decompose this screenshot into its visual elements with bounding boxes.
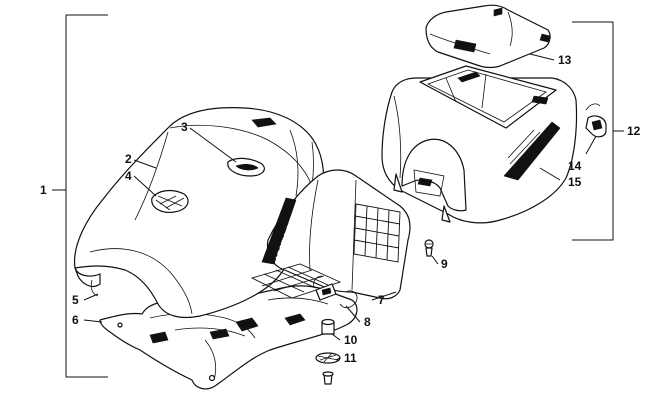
callout-12: 12 bbox=[627, 124, 641, 138]
storage-lid bbox=[425, 4, 551, 69]
storage-box bbox=[381, 65, 578, 224]
callout-3: 3 bbox=[181, 120, 188, 134]
side-panel-mesh bbox=[353, 203, 401, 263]
washer-11 bbox=[315, 352, 341, 385]
side-panel: ARCTIC CAT bbox=[250, 169, 411, 301]
bushing-10 bbox=[321, 318, 335, 335]
bracket-12 bbox=[572, 21, 624, 241]
callout-15: 15 bbox=[568, 175, 582, 189]
latch-clip bbox=[585, 103, 607, 138]
callout-10: 10 bbox=[344, 333, 358, 347]
callout-7: 7 bbox=[378, 293, 385, 307]
callout-4: 4 bbox=[125, 169, 132, 183]
callout-2: 2 bbox=[125, 152, 132, 166]
seat-cushion bbox=[73, 107, 325, 319]
callout-13: 13 bbox=[558, 53, 572, 67]
bracket-1 bbox=[52, 14, 108, 378]
callout-5: 5 bbox=[72, 293, 79, 307]
callout-14: 14 bbox=[568, 159, 582, 173]
callout-9: 9 bbox=[441, 257, 448, 271]
fastener-5 bbox=[90, 279, 99, 297]
leader-lines bbox=[83, 53, 597, 361]
callout-1: 1 bbox=[40, 183, 47, 197]
screw-9 bbox=[424, 239, 434, 257]
callout-8: 8 bbox=[364, 315, 371, 329]
callout-6: 6 bbox=[72, 313, 79, 327]
callout-labels: 1 2 3 4 5 6 7 8 9 10 11 12 13 14 15 bbox=[40, 53, 641, 365]
spring-8 bbox=[339, 290, 358, 308]
callout-11: 11 bbox=[344, 351, 357, 365]
